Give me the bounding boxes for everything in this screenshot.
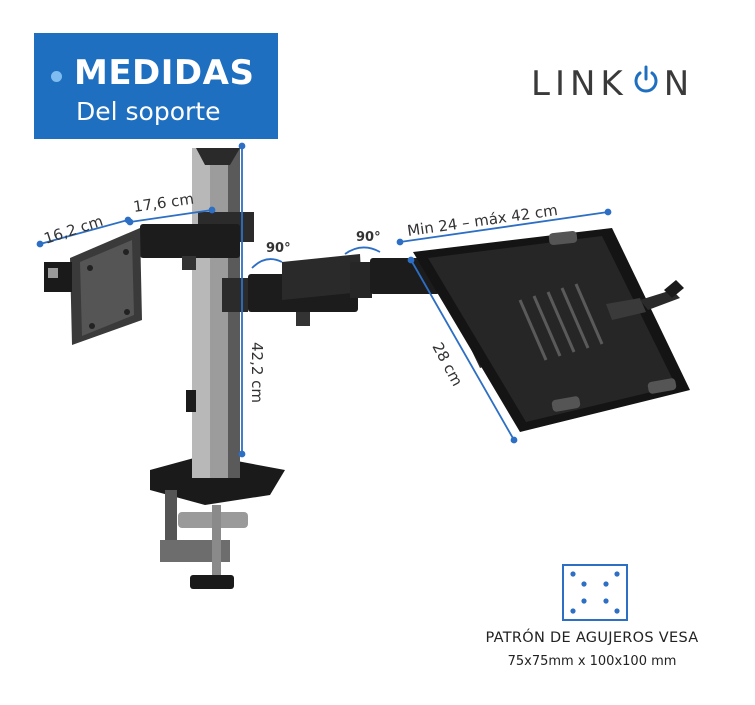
banner-subtitle: Del soporte — [76, 97, 221, 126]
dim-label-pole-height: 42,2 cm — [248, 342, 266, 403]
dim-label-tray-width: Min 24 – máx 42 cm — [406, 201, 559, 240]
logo-text-end: N — [663, 64, 695, 104]
banner-title: MEDIDAS — [74, 53, 255, 93]
vesa-title: PATRÓN DE AGUJEROS VESA — [485, 630, 699, 646]
brand-logo: LINK N — [531, 64, 694, 104]
laptop-tray — [413, 228, 690, 432]
vesa-subtitle: 75x75mm x 100x100 mm — [507, 654, 677, 669]
power-icon — [632, 64, 660, 104]
angle-label-left: 90° — [266, 241, 291, 256]
bullet-dot-icon — [51, 71, 62, 82]
logo-text-start: LINK — [531, 64, 628, 104]
desk-clamp — [150, 455, 285, 589]
right-arm — [222, 254, 440, 326]
banner: MEDIDAS Del soporte — [34, 33, 278, 139]
pole — [186, 148, 240, 478]
vesa-pattern-icon — [562, 564, 628, 621]
dimension-lines — [36, 142, 612, 458]
angle-label-right: 90° — [356, 230, 381, 245]
dim-label-arm-length: 17,6 cm — [132, 190, 195, 216]
dim-label-depth: 16,2 cm — [42, 212, 106, 248]
left-arm — [44, 212, 254, 345]
